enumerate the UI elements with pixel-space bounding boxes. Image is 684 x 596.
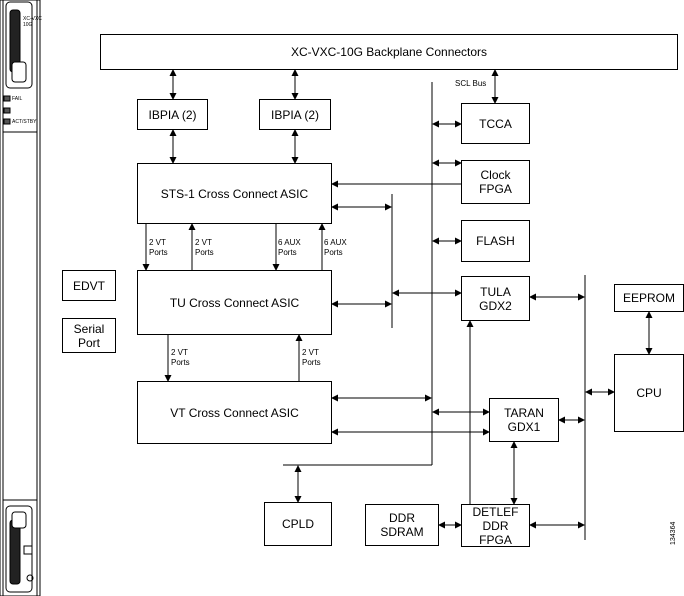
port-label-tu-vt-2: 2 VT Ports [302,348,321,367]
flash-block: FLASH [461,220,530,262]
backplane-connectors-block: XC-VXC-10G Backplane Connectors [100,34,678,70]
detlef-ddr-fpga-block: DETLEF DDR FPGA [461,504,530,547]
vt-cross-connect-block: VT Cross Connect ASIC [137,381,332,444]
tcca-block: TCCA [461,103,530,144]
port-label-tu-vt-1: 2 VT Ports [171,348,190,367]
edvt-block: EDVT [62,270,116,301]
figure-id: 134364 [670,521,677,545]
port-label-sts-tu-4: 6 AUX Ports [324,238,347,257]
ibpia-right-block: IBPIA (2) [259,99,331,130]
serial-port-block: Serial Port [62,318,116,353]
eeprom-block: EEPROM [614,284,684,312]
faceplate-act-label: ACT/STBY [12,119,37,125]
port-label-sts-tu-2: 2 VT Ports [195,238,214,257]
cpld-block: CPLD [264,502,332,546]
tu-cross-connect-block: TU Cross Connect ASIC [137,270,332,335]
taran-gdx1-block: TARAN GDX1 [489,398,559,442]
port-label-sts-tu-3: 6 AUX Ports [278,238,301,257]
sts1-cross-connect-block: STS-1 Cross Connect ASIC [137,163,332,224]
tula-gdx2-block: TULA GDX2 [461,276,530,321]
card-faceplate [0,0,41,596]
scl-bus-label: SCL Bus [455,79,487,88]
ibpia-left-block: IBPIA (2) [137,99,208,130]
port-label-sts-tu-1: 2 VT Ports [149,238,168,257]
faceplate-fail-label: FAIL [12,96,23,102]
faceplate-card-label: XC-VXC 10G [23,16,42,28]
clock-fpga-block: Clock FPGA [461,160,530,204]
ddr-sdram-block: DDR SDRAM [365,504,439,546]
cpu-block: CPU [614,354,684,432]
